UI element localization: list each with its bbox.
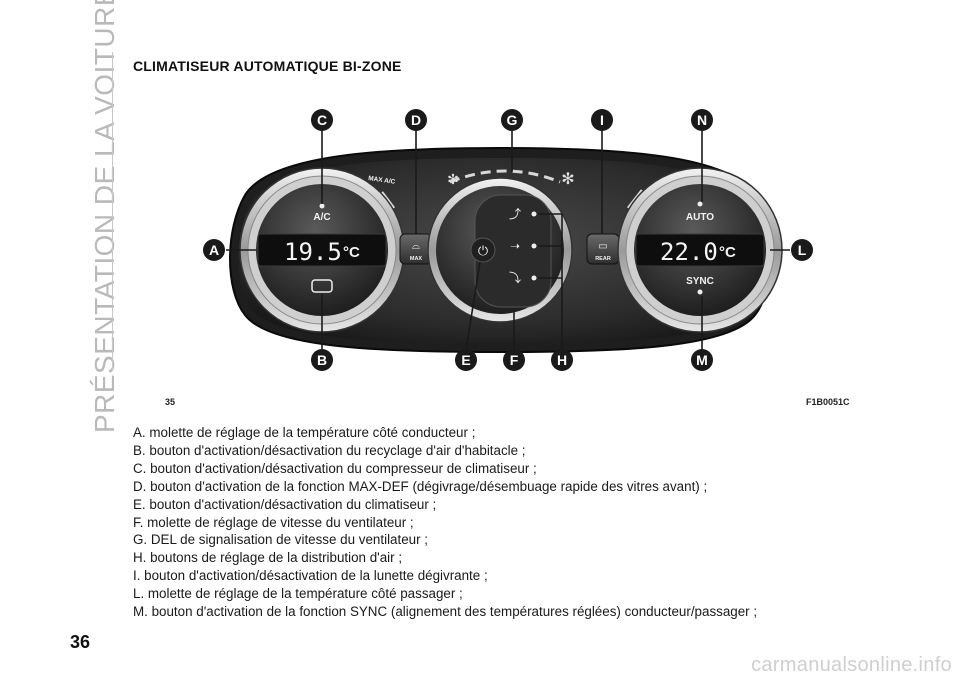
max-ac-arrow-icon <box>381 191 395 209</box>
callout-C <box>311 109 333 131</box>
page-number: 36 <box>70 632 91 652</box>
airflow-led-2 <box>531 243 537 249</box>
callout-M-label: M <box>696 352 708 368</box>
callout-N <box>691 109 713 131</box>
airflow-led-3 <box>531 275 537 281</box>
callout-E <box>455 349 477 371</box>
legend-item: A. molette de réglage de la température … <box>133 425 476 440</box>
rear-defrost-icon: ▭ <box>598 241 607 252</box>
legend-item: I. bouton d'activation/désactivation de … <box>133 568 488 584</box>
climate-panel-illustration: ✻ ✻ MAX A/C 19.5 °C A/C ⌓ MAX ⏻ ⤴ ➝ ⤵ ▭ … <box>203 109 813 371</box>
callout-L-label: L <box>798 242 807 258</box>
max-def-label: MAX <box>410 256 423 262</box>
ac-led <box>319 203 325 209</box>
passenger-temp-unit: °C <box>719 244 736 261</box>
right-temperature-knob[interactable] <box>617 167 783 333</box>
sync-led <box>697 289 703 295</box>
callout-G <box>501 109 523 131</box>
callout-L <box>791 239 813 261</box>
section-title: CLIMATISEUR AUTOMATIQUE BI-ZONE <box>133 58 402 74</box>
ac-button-label[interactable]: A/C <box>313 212 330 223</box>
fan-low-icon: ✻ <box>447 171 459 187</box>
airflow-windshield-icon[interactable]: ⤴ <box>509 206 521 221</box>
fan-speed-knob[interactable] <box>427 177 573 323</box>
watermark: carmanualsonline.info <box>751 654 952 676</box>
fan-high-icon: ✻ <box>561 171 574 188</box>
legend-item: L. molette de réglage de la température … <box>133 586 463 602</box>
legend-item: G. DEL de signalisation de vitesse du ve… <box>133 532 429 548</box>
passenger-temp-display: 22.0 <box>660 238 718 266</box>
callout-M <box>691 349 713 371</box>
callout-N-label: N <box>697 112 707 128</box>
callout-D <box>405 109 427 131</box>
power-button[interactable] <box>470 237 496 263</box>
callout-H-label: H <box>557 352 567 368</box>
callout-A-label: A <box>209 242 219 258</box>
figure-code: F1B0051C <box>806 397 850 407</box>
airflow-face-icon[interactable]: ➝ <box>510 239 520 253</box>
callout-I <box>591 109 613 131</box>
auto-button-label[interactable]: AUTO <box>686 212 714 223</box>
power-icon: ⏻ <box>478 243 488 258</box>
legend-item: M. bouton d'activation de la fonction SY… <box>133 604 758 620</box>
callout-G-label: G <box>507 112 518 128</box>
auto-led <box>697 201 703 207</box>
callout-D-label: D <box>411 112 421 128</box>
driver-temp-display: 19.5 <box>284 238 342 266</box>
callout-A <box>203 239 225 261</box>
legend-item: E. bouton d'activation/désactivation du … <box>133 496 437 512</box>
legend-item: F. molette de réglage de vitesse du vent… <box>133 514 414 530</box>
fan-speed-led-arc <box>449 169 561 184</box>
callout-C-label: C <box>317 112 327 128</box>
airflow-led-1 <box>531 211 537 217</box>
callout-H <box>551 349 573 371</box>
chapter-title-text: PRÉSENTATION DE LA VOITURE <box>89 0 121 434</box>
callout-I-label: I <box>600 112 604 128</box>
sync-button-label[interactable]: SYNC <box>686 276 714 287</box>
chapter-divider <box>112 52 113 370</box>
driver-temp-unit: °C <box>343 244 360 261</box>
callout-E-label: E <box>461 352 470 368</box>
callout-F-label: F <box>510 352 519 368</box>
legend-item: H. boutons de réglage de la distribution… <box>133 550 403 566</box>
figure-number: 35 <box>165 397 176 407</box>
max-ac-label: MAX A/C <box>368 175 396 186</box>
recirculation-icon[interactable] <box>311 279 333 293</box>
legend-item: C. bouton d'activation/désactivation du … <box>133 460 537 476</box>
legend-item: D. bouton d'activation de la fonction MA… <box>133 478 708 494</box>
legend-list: A. molette de réglage de la température … <box>133 424 933 621</box>
climate-control-figure: ✻ ✻ MAX A/C 19.5 °C A/C ⌓ MAX ⏻ ⤴ ➝ ⤵ ▭ … <box>150 100 850 400</box>
airflow-feet-icon[interactable]: ⤵ <box>509 271 521 285</box>
callout-B <box>311 349 333 371</box>
callout-F <box>503 349 525 371</box>
left-temperature-knob[interactable] <box>239 167 405 333</box>
callout-B-label: B <box>317 352 327 368</box>
max-def-icon: ⌓ <box>412 241 420 252</box>
chapter-title-vertical: PRÉSENTATION DE LA VOITURE <box>78 0 132 433</box>
rear-defrost-label: REAR <box>595 256 611 262</box>
legend-item: B. bouton d'activation/désactivation du … <box>133 442 526 458</box>
callout-leader-lines <box>226 130 790 351</box>
